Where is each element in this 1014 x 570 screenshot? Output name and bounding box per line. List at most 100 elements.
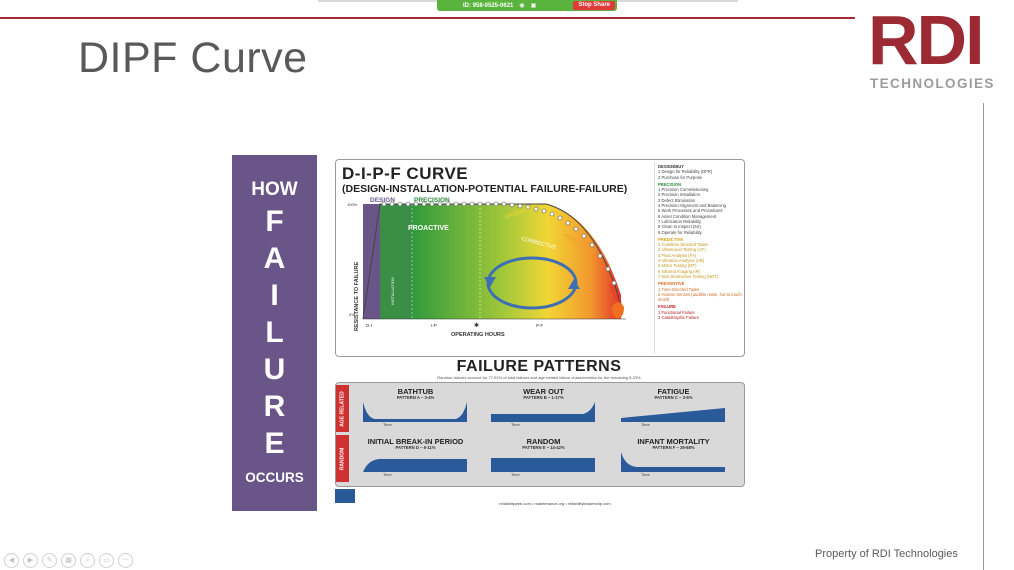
x-di-label: D-I <box>366 323 372 328</box>
zoom-icon[interactable]: ⌕ <box>80 553 95 568</box>
banner-letter: R <box>263 390 286 423</box>
pattern-share: PATTERN D ~ 6-11% <box>395 445 436 450</box>
y-axis-label: RESISTANCE TO FAILURE <box>354 262 360 331</box>
fire-icon <box>612 302 624 319</box>
legend-item: 6 Asset Condition Management <box>658 213 717 219</box>
right-divider <box>983 103 984 570</box>
pattern-name: INFANT MORTALITY <box>637 437 710 446</box>
installation-label: INSTALLATION <box>390 277 395 305</box>
slideshow-controls[interactable]: ◀ ▶ ✎ ▦ ⌕ ▭ ⋯ <box>4 553 133 568</box>
curve-dots <box>381 201 617 286</box>
failure-patterns-subtitle: Random failures account for 77-92% of to… <box>437 375 641 380</box>
next-slide-icon[interactable]: ▶ <box>23 553 38 568</box>
legend-item: 7 Lubrication Reliability <box>658 218 702 224</box>
legend-heading: DESIGN/BUY <box>658 164 685 169</box>
logo-sub: TECHNOLOGIES <box>870 76 995 91</box>
legend-heading: PREDICTIVE <box>658 236 684 242</box>
legend-item: 7 Non Destructive Testing (NDT) <box>658 273 719 279</box>
fatigue-shape <box>621 408 725 422</box>
more-options-icon[interactable]: ⋯ <box>118 553 133 568</box>
pattern-share: PATTERN C ~ 3-5% <box>654 395 693 400</box>
asterisk-icon: ✱ <box>474 322 479 329</box>
rdi-logo: RDI TECHNOLOGIES <box>868 1 1008 98</box>
proactive-label: PROACTIVE <box>408 225 449 232</box>
y-top-label: 100% <box>347 202 358 207</box>
title-rule <box>0 17 855 19</box>
meeting-id: ID: 958-0525-0621 <box>463 2 514 9</box>
legend-item: 1 Design for Reliability (DFR) <box>658 169 713 175</box>
x-ip-label: I-P <box>431 323 437 328</box>
x-axis-label: OPERATING HOURS <box>451 332 505 338</box>
failure-gradient <box>412 204 621 319</box>
pattern-name: WEAR OUT <box>523 387 564 396</box>
bathtub-shape <box>363 402 467 422</box>
pen-icon[interactable]: ✎ <box>42 553 57 568</box>
pattern-infant-mortality: INFANT MORTALITY PATTERN F ~ 29-68% Time <box>611 435 736 481</box>
stop-share-button[interactable]: Stop Share <box>573 1 615 10</box>
poster-copyright: reliabilityweb.com • maintenance.org • r… <box>335 487 743 509</box>
infant-mortality-shape <box>621 452 725 472</box>
legend-item: 3 Fluid Analysis (FA) <box>658 252 697 258</box>
legend-item: 3 Defect Elimination <box>658 197 696 203</box>
slide-title: DIPF Curve <box>78 34 308 82</box>
pattern-random: RANDOM PATTERN E ~ 14-42% Time <box>481 435 606 481</box>
pattern-share: PATTERN E ~ 14-42% <box>522 445 565 450</box>
banner-letter: I <box>270 279 279 312</box>
x-pf-label: P-F <box>536 323 544 328</box>
legend-item: 1 Condition Directed Tasks <box>658 242 708 248</box>
random-shape <box>491 458 595 472</box>
logo-main: RDI <box>868 1 985 79</box>
time-label: Time <box>641 422 650 427</box>
audio-icon[interactable]: ◉ <box>519 3 525 9</box>
previous-slide-icon[interactable]: ◀ <box>4 553 19 568</box>
pattern-name: FATIGUE <box>657 387 690 396</box>
dipf-diagram: RESISTANCE TO FAILURE 100% 0% INSTALLATI… <box>347 197 626 338</box>
time-label: Time <box>511 422 520 427</box>
cycle-arrowhead <box>484 277 496 287</box>
cycle-arrowhead <box>568 279 580 289</box>
legend-item: 4 Vibration Analysis (VB) <box>658 258 705 264</box>
pattern-bathtub: BATHTUB PATTERN A ~ 3-4% Time <box>353 385 478 431</box>
lock-icon: ▣ <box>530 3 537 9</box>
slides-grid-icon[interactable]: ▦ <box>61 553 76 568</box>
wear-out-shape <box>491 402 595 422</box>
how-failure-occurs-banner: HOW F A I L U R E OCCURS <box>232 155 317 511</box>
failure-patterns-header: FAILURE PATTERNS <box>335 358 743 378</box>
dipf-subtitle: (DESIGN-INSTALLATION-POTENTIAL FAILURE-F… <box>342 183 628 195</box>
pattern-initial-break-in: INITIAL BREAK-IN PERIOD PATTERN D ~ 6-11… <box>353 435 478 481</box>
screen-share-bar[interactable]: ID: 958-0525-0621 ◉ ▣ Stop Share <box>437 0 617 11</box>
time-label: Time <box>383 472 392 477</box>
banner-letter: E <box>264 427 285 460</box>
pattern-name: BATHTUB <box>397 387 434 396</box>
banner-bottom: OCCURS <box>245 470 304 485</box>
installation-band <box>380 204 412 319</box>
legend-item: 2 Ultrasound Testing (UT) <box>658 247 706 253</box>
failure-patterns-title: FAILURE PATTERNS <box>456 358 622 375</box>
precision-label: PRECISION <box>414 197 450 204</box>
row-label-age-related: AGE RELATED <box>336 385 349 432</box>
design-label: DESIGN <box>370 197 395 204</box>
legend-item: 1 Functional Failure <box>658 309 695 315</box>
pattern-share: PATTERN A ~ 3-4% <box>396 395 435 400</box>
legend-item: 4 Precision Alignment and Balancing <box>658 203 726 209</box>
time-label: Time <box>641 472 650 477</box>
banner-letter: F <box>265 205 284 238</box>
banner-letter: L <box>265 316 284 349</box>
failure-patterns-panel: AGE RELATED RANDOM BATHTUB PATTERN A ~ 3… <box>335 382 745 487</box>
slide-footer: Property of RDI Technologies <box>815 548 958 560</box>
pattern-share: PATTERN F ~ 29-68% <box>652 445 695 450</box>
banner-letter: U <box>263 353 286 386</box>
dipf-poster: HOW F A I L U R E OCCURS D-I-P-F CURVE (… <box>232 155 746 511</box>
legend-item: 6 Infrared Imaging (IR) <box>658 268 701 274</box>
subtitles-icon[interactable]: ▭ <box>99 553 114 568</box>
dipf-curve-panel: D-I-P-F CURVE (DESIGN-INSTALLATION-POTEN… <box>335 159 745 357</box>
legend-item: 1 Time-Directed Tasks <box>658 286 700 292</box>
pattern-fatigue: FATIGUE PATTERN C ~ 3-5% Time <box>611 385 736 431</box>
time-label: Time <box>511 472 520 477</box>
legend-item: 5 Work Processes and Procedures <box>658 208 723 214</box>
dipf-title: D-I-P-F CURVE <box>342 164 469 183</box>
legend-item: 5 Motor Testing (MT) <box>658 263 697 269</box>
time-label: Time <box>383 422 392 427</box>
publisher-logo <box>335 489 355 503</box>
